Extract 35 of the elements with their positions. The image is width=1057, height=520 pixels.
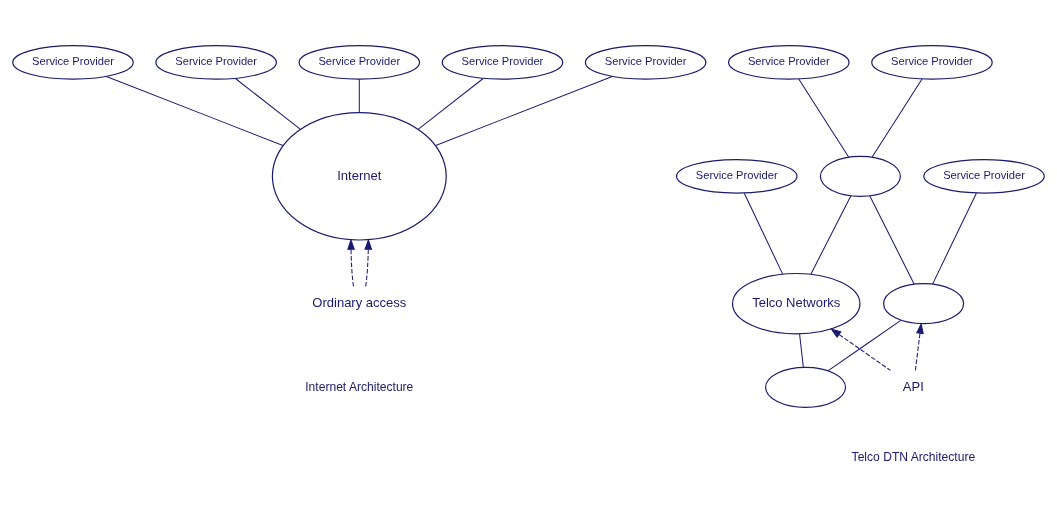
node-ellipse: Service Provider <box>923 159 1045 194</box>
node-ellipse <box>819 155 901 197</box>
node-ellipse <box>883 283 965 325</box>
connector <box>105 75 284 147</box>
connector <box>799 333 804 368</box>
node-ellipse: Service Provider <box>728 45 850 80</box>
connector <box>435 75 613 147</box>
node-ellipse: Internet <box>271 112 447 241</box>
node-ellipse: Service Provider <box>12 45 134 80</box>
node-ellipse: Service Provider <box>675 159 798 194</box>
connector <box>869 195 915 285</box>
label: Internet Architecture <box>305 379 414 394</box>
arrow <box>914 322 924 371</box>
connector <box>798 78 850 158</box>
label: Telco DTN Architecture <box>851 449 976 464</box>
connector <box>810 195 852 275</box>
connector <box>871 78 923 158</box>
node-ellipse: Service Provider <box>584 45 707 80</box>
node-text: Ordinary access <box>312 295 407 311</box>
connector <box>827 319 902 372</box>
connector <box>358 78 360 113</box>
connector <box>417 77 484 130</box>
arrow <box>830 328 891 371</box>
arrow <box>364 238 373 288</box>
node-ellipse: Service Provider <box>441 45 564 80</box>
node-ellipse: Telco Networks <box>731 272 861 335</box>
node-ellipse: Service Provider <box>298 45 421 80</box>
node-ellipse: Service Provider <box>155 45 277 80</box>
connector <box>743 192 784 275</box>
node-ellipse <box>764 366 847 408</box>
node-ellipse: Service Provider <box>871 45 993 80</box>
node-text: API <box>902 378 924 394</box>
connector <box>932 192 977 285</box>
connector <box>234 77 301 130</box>
arrow <box>347 238 355 288</box>
